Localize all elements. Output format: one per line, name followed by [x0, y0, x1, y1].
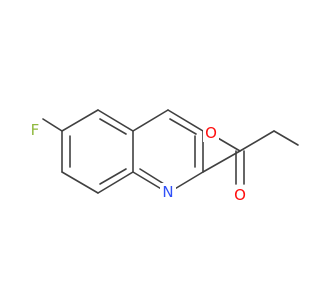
carbonyl-oxygen-label: O: [234, 186, 246, 204]
bond-c4-c3: [167, 109, 204, 132]
bond-c6-c5: [61, 109, 99, 132]
bond-c8a-c8-inner: [99, 168, 127, 185]
ester-oxygen-label-bg: [203, 124, 219, 142]
bond-c4-c3-inner: [169, 118, 197, 135]
bond-c4a-c4: [132, 109, 169, 132]
bond-c6-f: [42, 118, 63, 132]
carbonyl-oxygen-label-bg: [232, 186, 248, 204]
bond-ester-o-ch2: [239, 130, 275, 152]
ester-oxygen-label: O: [205, 124, 217, 142]
bond-c8-c7: [61, 171, 99, 194]
fluorine-label: F: [31, 121, 40, 139]
bond-n1-c8a-inner: [139, 168, 165, 185]
nitrogen-label: N: [162, 183, 173, 201]
bond-c5-c4a-inner: [99, 118, 127, 135]
bond-c8a-c8: [97, 171, 134, 194]
nitrogen-label-bg: [160, 183, 176, 201]
quinoline-ester-structure: F N O O: [27, 109, 299, 204]
bond-ch2-ch3: [273, 130, 299, 146]
bond-c2-carbonyl: [202, 150, 241, 173]
structure-canvas: F N O O: [27, 109, 299, 204]
fluorine-label-bg: [27, 121, 43, 139]
bond-c5-c4a: [97, 109, 134, 132]
